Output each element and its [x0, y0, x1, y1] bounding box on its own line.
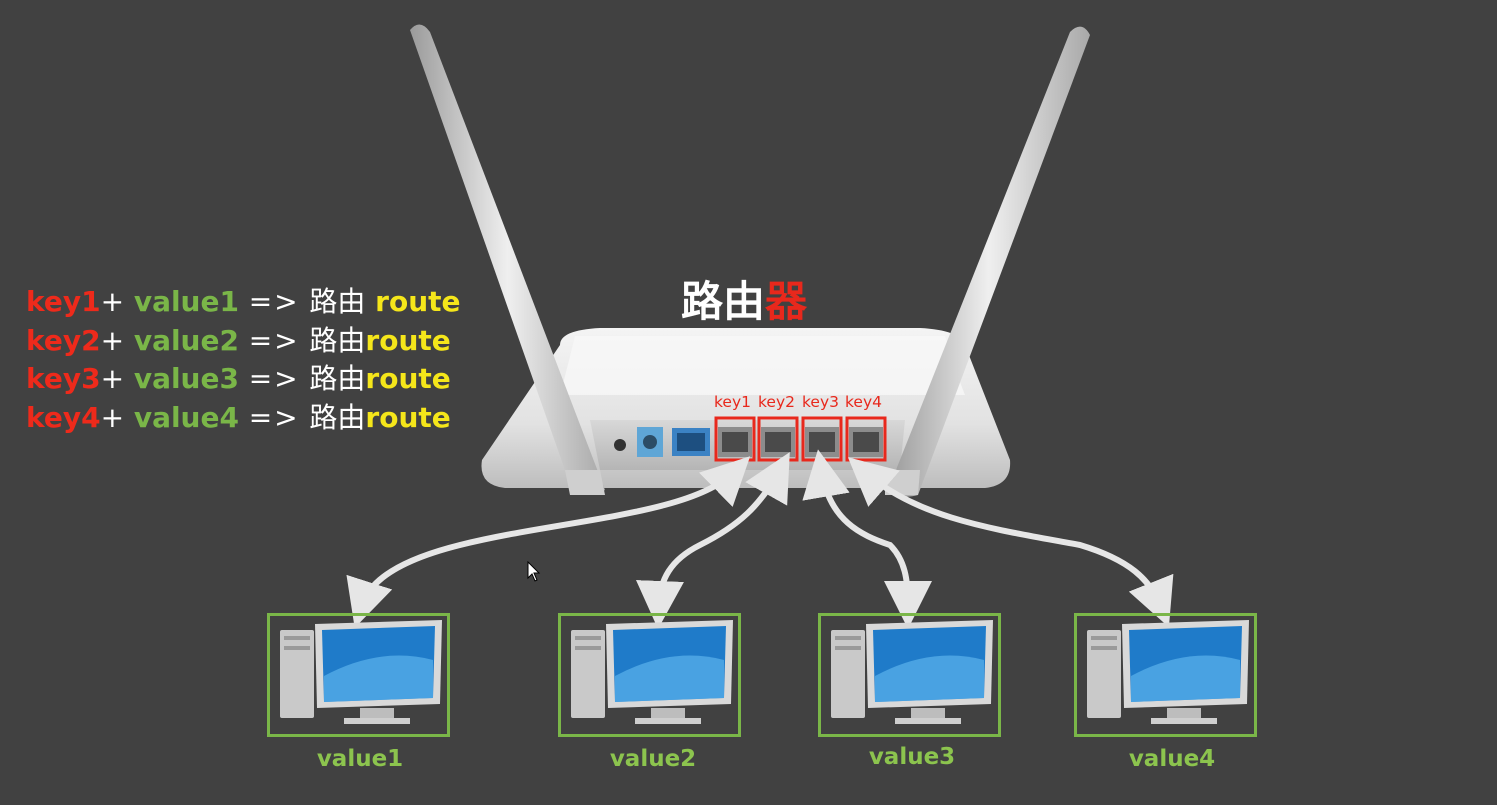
mapping-row: key2+ value2 => 路由route: [26, 322, 461, 361]
port-label-key3: key3: [802, 393, 839, 411]
mapping-key: key3: [26, 362, 101, 395]
desktop-computer-icon: [561, 616, 738, 734]
mapping-value: value4: [134, 401, 239, 434]
mapping-zh: 路由: [309, 324, 365, 357]
port-label-key4: key4: [845, 393, 882, 411]
mapping-arrow: =>: [249, 324, 300, 357]
port-label-key1: key1: [714, 393, 751, 411]
desktop-computer-icon: [270, 616, 447, 734]
key-value-mapping-list: key1+ value1 => 路由 route key2+ value2 =>…: [26, 283, 461, 437]
computer-label-4: value4: [1077, 746, 1267, 772]
mapping-zh: 路由: [309, 401, 365, 434]
mapping-key: key2: [26, 324, 101, 357]
mapping-arrow: =>: [249, 401, 300, 434]
mapping-row: key3+ value3 => 路由route: [26, 360, 461, 399]
mapping-zh: 路由: [309, 285, 365, 318]
desktop-computer-icon: [821, 616, 998, 734]
mapping-plus: +: [101, 362, 124, 395]
router-title: 路由器: [681, 268, 807, 329]
computer-label-3: value3: [817, 744, 1007, 770]
mapping-arrow: =>: [249, 362, 300, 395]
mapping-plus: +: [101, 285, 124, 318]
computer-box-2: [558, 613, 741, 737]
mapping-value: value1: [134, 285, 239, 318]
mapping-key: key1: [26, 285, 101, 318]
mapping-plus: +: [101, 401, 124, 434]
computer-label-2: value2: [558, 746, 748, 772]
mouse-cursor-icon: [527, 561, 541, 583]
mapping-value: value3: [134, 362, 239, 395]
mapping-route: route: [365, 362, 450, 395]
computer-box-3: [818, 613, 1001, 737]
computer-box-1: [267, 613, 450, 737]
router-title-part1: 路由: [681, 277, 765, 326]
mapping-plus: +: [101, 324, 124, 357]
mapping-zh: 路由: [309, 362, 365, 395]
mapping-row: key4+ value4 => 路由route: [26, 399, 461, 438]
mapping-route: route: [365, 401, 450, 434]
router-title-part2: 器: [765, 277, 807, 326]
computer-box-4: [1074, 613, 1257, 737]
mapping-value: value2: [134, 324, 239, 357]
port-label-key2: key2: [758, 393, 795, 411]
mapping-route: route: [375, 285, 460, 318]
mapping-route: route: [365, 324, 450, 357]
desktop-computer-icon: [1077, 616, 1254, 734]
computer-label-1: value1: [265, 746, 455, 772]
mapping-arrow: =>: [249, 285, 300, 318]
mapping-row: key1+ value1 => 路由 route: [26, 283, 461, 322]
mapping-key: key4: [26, 401, 101, 434]
